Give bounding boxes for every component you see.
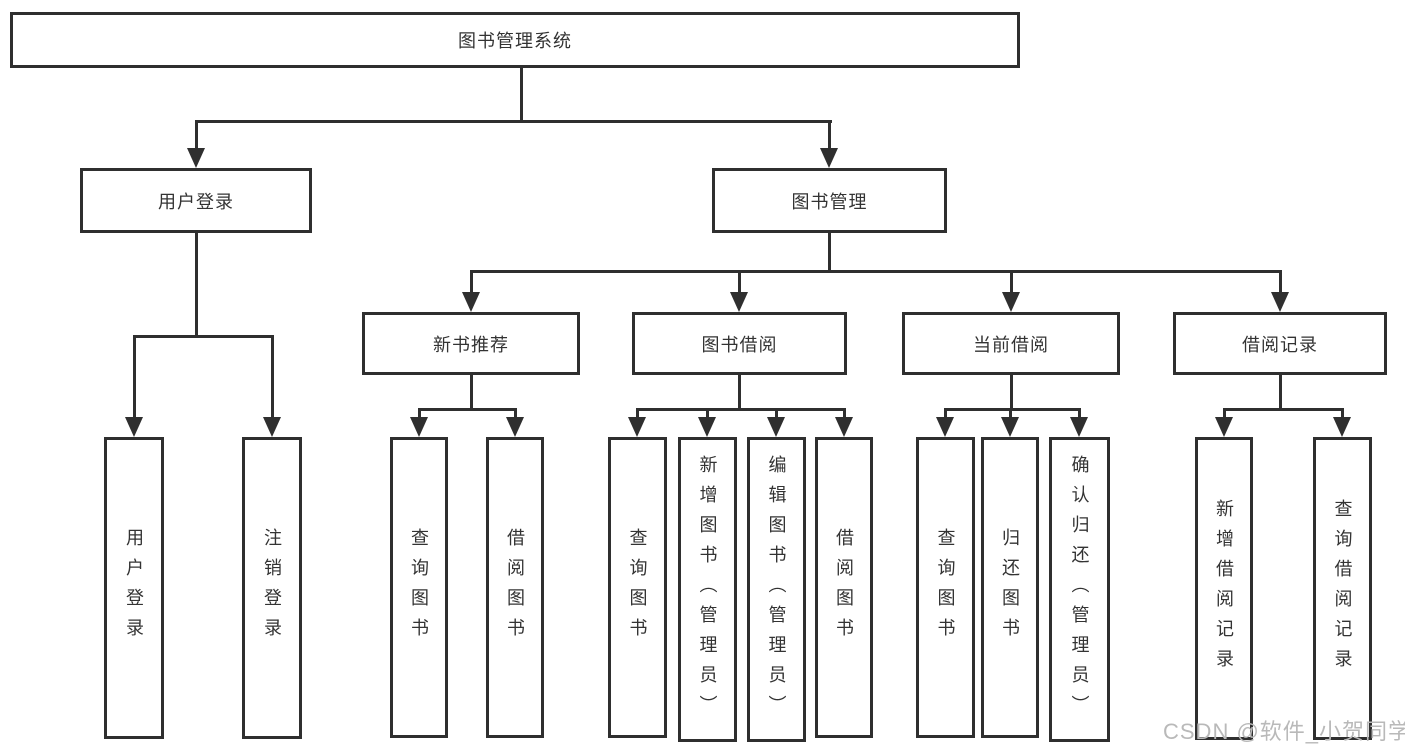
connector-line: [1223, 408, 1344, 411]
connector-line: [1341, 408, 1344, 419]
node-label: 查询图书: [935, 527, 956, 648]
arrowhead-down-icon: [506, 417, 524, 437]
node-label: 图书管理: [791, 191, 868, 212]
connector-line: [1279, 375, 1282, 411]
connector-line: [520, 68, 523, 123]
connector-line: [738, 375, 741, 411]
connector-line: [470, 375, 473, 411]
node-return-books: 归还图书: [981, 437, 1039, 738]
arrowhead-down-icon: [125, 417, 143, 437]
connector-line: [738, 270, 741, 294]
connector-line: [1223, 408, 1226, 419]
node-label: 新增借阅记录: [1214, 498, 1234, 679]
connector-line: [775, 408, 778, 419]
node-label: 编辑图书（管理员）: [766, 454, 787, 725]
node-current-borrowing: 当前借阅: [902, 312, 1120, 375]
arrowhead-down-icon: [263, 417, 281, 437]
node-new-book-recommend: 新书推荐: [362, 312, 580, 375]
connector-line: [1009, 408, 1012, 419]
node-label: 用户登录: [158, 191, 234, 212]
connector-line: [843, 408, 846, 419]
arrowhead-down-icon: [1070, 417, 1088, 437]
node-book-management: 图书管理: [712, 168, 947, 233]
arrowhead-down-icon: [820, 148, 838, 168]
node-add-books-admin: 新增图书（管理员）: [678, 437, 737, 742]
arrowhead-down-icon: [730, 292, 748, 312]
node-label: 当前借阅: [973, 334, 1049, 355]
connector-line: [636, 408, 846, 411]
connector-line: [514, 408, 517, 419]
node-logout: 注销登录: [242, 437, 302, 739]
arrowhead-down-icon: [187, 148, 205, 168]
connector-line: [1078, 408, 1081, 419]
node-label: 查询图书: [409, 527, 429, 648]
node-label: 图书管理系统: [458, 31, 572, 51]
arrowhead-down-icon: [1001, 417, 1019, 437]
connector-line: [195, 120, 198, 150]
connector-line: [418, 408, 421, 419]
node-confirm-return-admin: 确认归还（管理员）: [1049, 437, 1110, 742]
connector-line: [706, 408, 709, 419]
arrowhead-down-icon: [462, 292, 480, 312]
node-label: 新书推荐: [433, 334, 509, 355]
connector-line: [1010, 375, 1013, 411]
connector-line: [418, 408, 517, 411]
arrowhead-down-icon: [1215, 417, 1233, 437]
connector-line: [828, 120, 831, 150]
arrowhead-down-icon: [1271, 292, 1289, 312]
node-label: 查询借阅记录: [1332, 498, 1353, 679]
node-book-borrowing: 图书借阅: [632, 312, 847, 375]
connector-line: [133, 335, 136, 419]
node-label: 借阅图书: [834, 527, 854, 648]
node-user-login: 用户登录: [80, 168, 312, 233]
connector-line: [944, 408, 1081, 411]
connector-line: [828, 233, 831, 273]
connector-line: [271, 335, 274, 419]
node-query-books: 查询图书: [390, 437, 448, 738]
arrowhead-down-icon: [1002, 292, 1020, 312]
node-label: 查询图书: [627, 527, 648, 648]
node-add-borrow-record: 新增借阅记录: [1195, 437, 1253, 740]
arrowhead-down-icon: [936, 417, 954, 437]
connector-line: [195, 233, 198, 338]
connector-line: [636, 408, 639, 419]
arrowhead-down-icon: [628, 417, 646, 437]
node-label: 用户登录: [124, 528, 144, 648]
node-query-borrow-record: 查询借阅记录: [1313, 437, 1372, 740]
node-label: 注销登录: [262, 528, 282, 648]
connector-line: [195, 120, 832, 123]
arrowhead-down-icon: [698, 417, 716, 437]
arrowhead-down-icon: [767, 417, 785, 437]
connector-line: [470, 270, 1281, 273]
node-query-books: 查询图书: [916, 437, 975, 738]
connector-line: [944, 408, 947, 419]
connector-line: [470, 270, 473, 294]
connector-line: [1010, 270, 1013, 294]
node-library-management-system: 图书管理系统: [10, 12, 1020, 68]
node-label: 图书借阅: [701, 334, 778, 355]
arrowhead-down-icon: [1333, 417, 1351, 437]
watermark: CSDN @软件_小贺同学: [1163, 719, 1405, 744]
connector-line: [133, 335, 274, 338]
node-label: 归还图书: [1000, 527, 1020, 648]
connector-line: [1279, 270, 1282, 294]
node-label: 新增图书（管理员）: [697, 454, 718, 725]
node-label: 借阅记录: [1242, 334, 1318, 355]
node-user-login-leaf: 用户登录: [104, 437, 164, 739]
node-label: 借阅图书: [505, 527, 525, 648]
arrowhead-down-icon: [410, 417, 428, 437]
node-query-books: 查询图书: [608, 437, 667, 738]
node-edit-books-admin: 编辑图书（管理员）: [747, 437, 806, 742]
node-borrow-books: 借阅图书: [486, 437, 544, 738]
node-label: 确认归还（管理员）: [1069, 454, 1090, 725]
arrowhead-down-icon: [835, 417, 853, 437]
node-borrow-records: 借阅记录: [1173, 312, 1387, 375]
node-borrow-books: 借阅图书: [815, 437, 873, 738]
